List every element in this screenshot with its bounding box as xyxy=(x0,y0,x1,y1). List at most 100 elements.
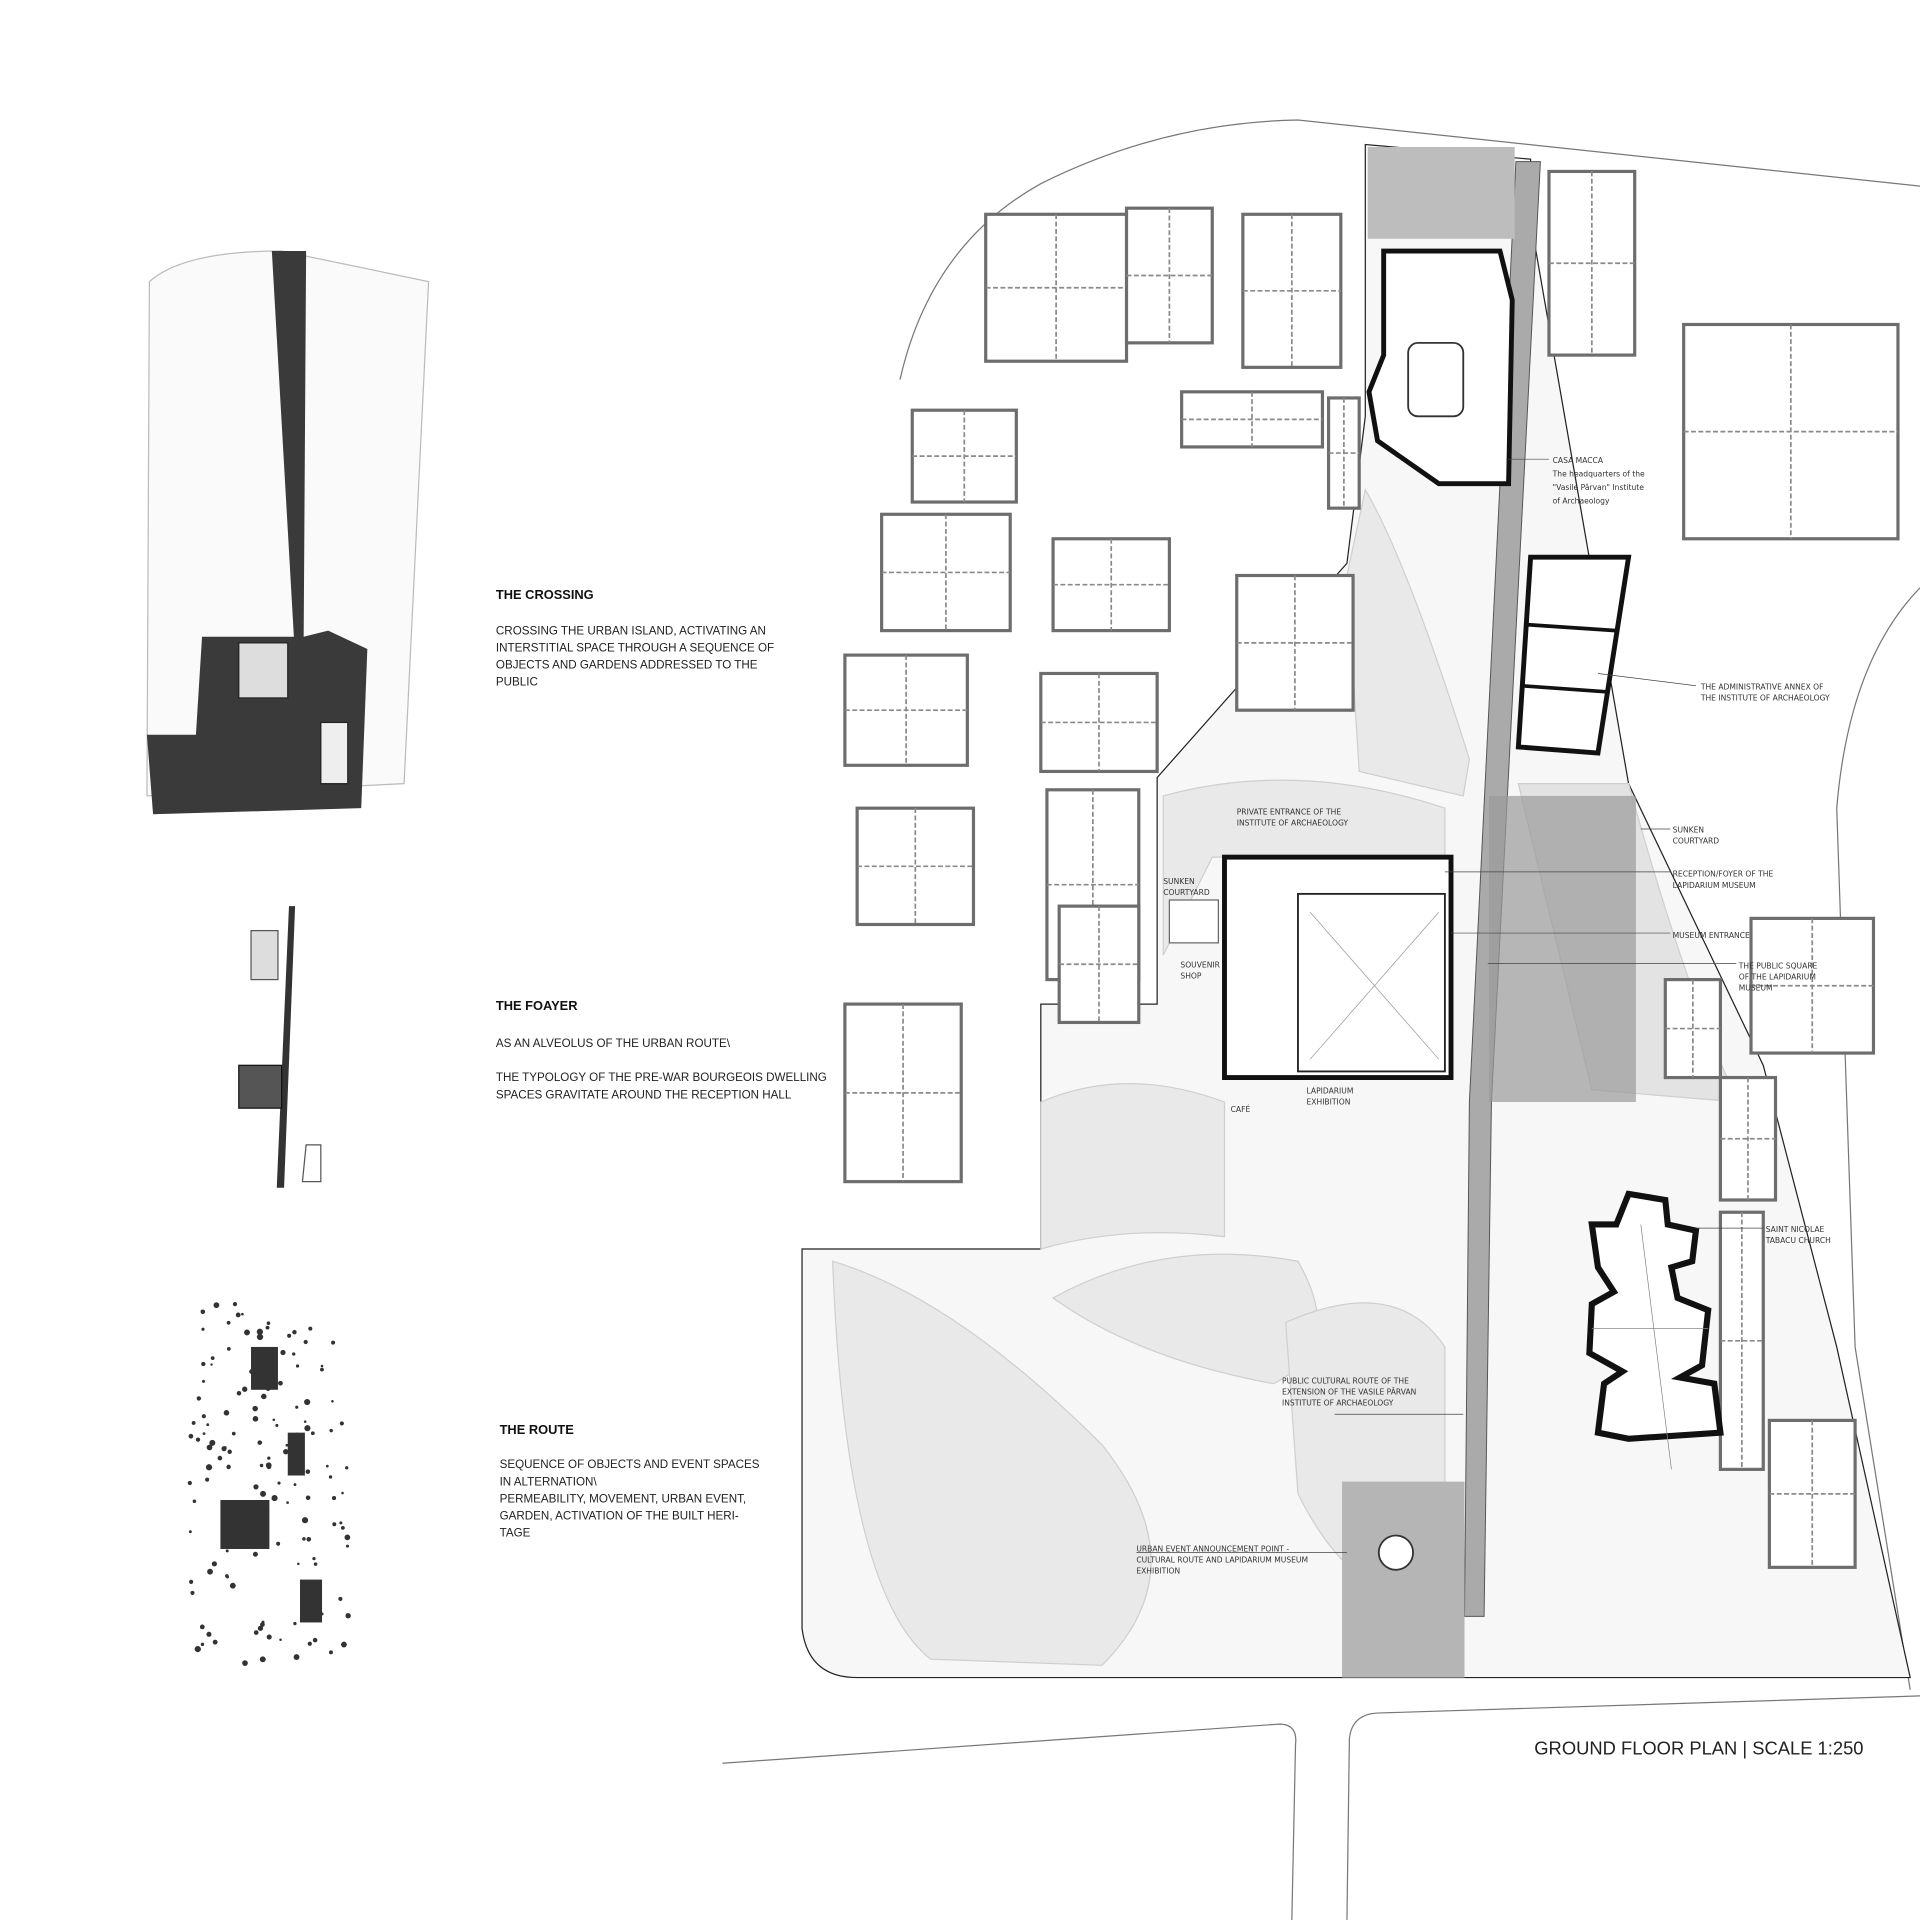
diagram-the-crossing xyxy=(146,250,430,815)
tree-dot xyxy=(206,1631,212,1637)
casa-macca-hall xyxy=(1407,341,1465,418)
section-text: GARDEN, ACTIVATION OF THE BUILT HERI- xyxy=(500,1510,739,1523)
tree-dot xyxy=(293,1483,297,1486)
tree-dot xyxy=(205,1464,213,1471)
tree-dot xyxy=(261,1359,266,1364)
tree-dot xyxy=(328,1475,333,1479)
leader-lines xyxy=(1136,458,1764,1554)
tree-dot xyxy=(265,1325,270,1330)
tree-dot xyxy=(297,1562,300,1566)
plan-label-casa-macca: of Archaeology xyxy=(1553,496,1610,505)
plan-label-admin-annex: THE INSTITUTE OF ARCHAEOLOGY xyxy=(1700,693,1830,702)
tree-dot xyxy=(210,1356,215,1360)
tree-dot xyxy=(201,1327,205,1331)
plan-label-urban-event: EXHIBITION xyxy=(1136,1566,1180,1575)
tree-dot xyxy=(329,1428,333,1433)
church-axis xyxy=(1591,1224,1709,1470)
tree-dot xyxy=(261,1393,267,1400)
tree-dot xyxy=(206,1423,210,1427)
tree-dot xyxy=(280,1349,286,1356)
tree-dot xyxy=(292,1330,297,1335)
tree-dot xyxy=(209,1439,216,1446)
tree-dot xyxy=(235,1312,241,1318)
interior-wall xyxy=(1236,575,1354,711)
interior-wall xyxy=(857,808,974,925)
tree-dot xyxy=(340,1525,345,1530)
section-heading: THE CROSSING xyxy=(496,587,594,602)
saint-nicolae-church xyxy=(1586,1190,1724,1442)
tree-dot xyxy=(202,1432,206,1436)
tree-dot xyxy=(199,1624,205,1630)
plan-label-lapidarium: EXHIBITION xyxy=(1307,1097,1351,1106)
tree-dot xyxy=(260,1490,267,1497)
interior-wall xyxy=(1751,918,1874,1054)
tree-dot xyxy=(257,1440,263,1445)
plan-label-reception: RECEPTION/FOYER OF THE xyxy=(1673,870,1774,879)
section-text: IN ALTERNATION\ xyxy=(500,1475,598,1488)
tree-dot xyxy=(195,1437,201,1442)
tree-dot xyxy=(210,1363,213,1366)
tree-dot xyxy=(279,1638,282,1641)
diagram-the-foayer xyxy=(238,906,322,1188)
annex-wall xyxy=(1520,683,1607,694)
tree-dot xyxy=(312,1637,318,1643)
tree-dot xyxy=(331,1496,337,1501)
street-lines xyxy=(722,119,1920,1920)
tree-dot xyxy=(285,1443,289,1447)
tree-dot xyxy=(266,1508,270,1512)
plan-label-casa-macca: "Vasile Pârvan" Institute xyxy=(1553,483,1645,492)
section-text: SPACES GRAVITATE AROUND THE RECEPTION HA… xyxy=(496,1088,792,1101)
tree-dot xyxy=(225,1574,229,1578)
drawing-title: GROUND FLOOR PLAN | SCALE 1:250 xyxy=(1534,1738,1863,1759)
tree-dot xyxy=(287,1333,292,1338)
plan-label-church: TABACU CHURCH xyxy=(1765,1236,1831,1245)
tree-dot xyxy=(200,1309,206,1315)
announcement-pavilion xyxy=(1377,1534,1414,1571)
interior-wall xyxy=(1040,673,1158,772)
tree-dot xyxy=(305,1495,311,1501)
plan-label-lapidarium: LAPIDARIUM xyxy=(1307,1086,1354,1095)
tree-dot xyxy=(249,1369,255,1375)
tree-dot xyxy=(286,1501,289,1504)
section-text: TAGE xyxy=(500,1527,531,1540)
tree-dot xyxy=(188,1433,194,1439)
tree-dot xyxy=(194,1645,201,1653)
tree-dot xyxy=(328,1650,333,1655)
plan-label-public-square: MUSEUM xyxy=(1739,984,1773,993)
plan-label-casa-macca: The headquarters of the xyxy=(1552,469,1645,478)
tree-dot xyxy=(201,1361,206,1367)
tree-dot xyxy=(320,1367,324,1372)
tree-dot xyxy=(304,1398,311,1406)
tree-dot xyxy=(320,1364,324,1368)
tree-dot xyxy=(294,1432,300,1439)
tree-dot xyxy=(344,1534,351,1541)
plan-label-private-entrance: INSTITUTE OF ARCHAEOLOGY xyxy=(1237,818,1349,827)
plan-label-public-square: OF THE LAPIDARIUM xyxy=(1739,973,1816,982)
section-the-crossing: THE CROSSING CROSSING THE URBAN ISLAND, … xyxy=(496,587,774,689)
tree-dot xyxy=(283,1448,289,1455)
tree-dot xyxy=(331,1340,336,1345)
tree-dot xyxy=(231,1431,236,1436)
tree-dot xyxy=(292,1352,296,1356)
tree-dot xyxy=(302,1537,306,1541)
tree-dot xyxy=(265,1386,271,1391)
tree-dot xyxy=(312,1557,316,1561)
tree-dot xyxy=(305,1469,311,1474)
tree-dot xyxy=(217,1455,223,1461)
tree-dot xyxy=(293,1621,297,1626)
administrative-annex-building xyxy=(1515,554,1632,756)
tree-dot xyxy=(226,1347,231,1351)
tree-dot xyxy=(266,1321,271,1325)
plan-label-souvenir: SHOP xyxy=(1180,971,1201,980)
tree-dot xyxy=(278,1380,283,1386)
announcement-point-paving xyxy=(1342,1481,1465,1678)
tree-dot xyxy=(256,1333,264,1341)
tree-dot xyxy=(272,1418,276,1422)
tree-dot xyxy=(253,1484,259,1490)
tree-dot xyxy=(241,1312,244,1316)
section-text: INTERSTITIAL SPACE THROUGH A SEQUENCE OF xyxy=(496,641,774,654)
tree-dot xyxy=(275,1423,279,1427)
interior-wall xyxy=(1242,214,1341,368)
